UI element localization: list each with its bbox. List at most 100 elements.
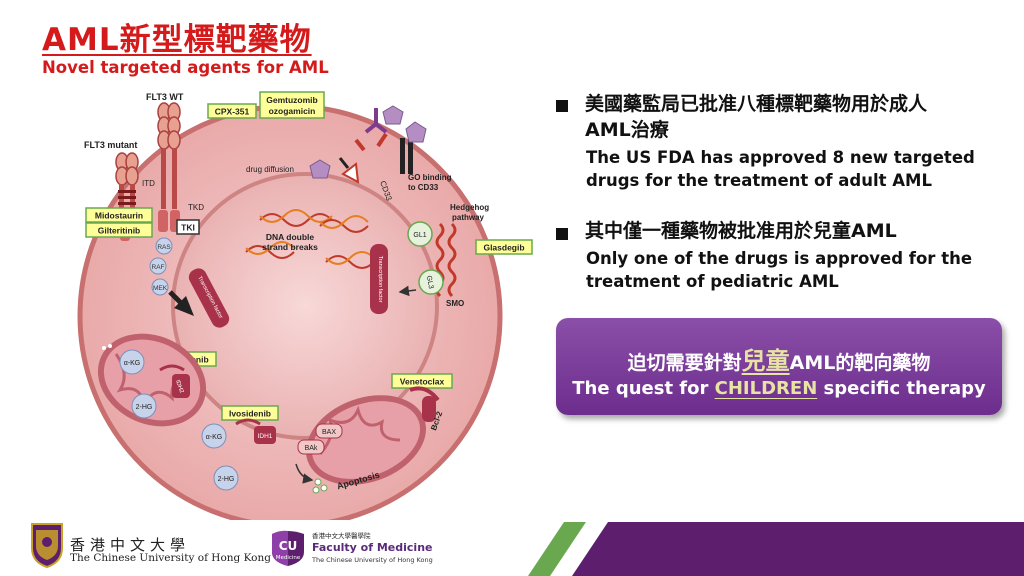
hedgehog-label-1: Hedgehog bbox=[450, 203, 489, 212]
bax-protein: BAX bbox=[315, 423, 343, 439]
aml-cell-diagram: FLT3 WT FLT3 mutant ITD TKD CPX-351 Gemt… bbox=[77, 91, 533, 520]
drug-triangle-icon bbox=[341, 162, 360, 184]
ras-label: RAS bbox=[157, 244, 171, 251]
cu-badge-text: CU bbox=[279, 539, 298, 553]
cd33-antibody bbox=[354, 105, 404, 152]
drug-midostaurin-label: Midostaurin bbox=[95, 211, 143, 221]
cascade-arrowhead bbox=[174, 296, 194, 316]
akg-label-2: α-KG bbox=[206, 434, 223, 441]
bullet-square-icon bbox=[556, 228, 568, 240]
dna-strands bbox=[245, 209, 375, 269]
apoptosis-dots bbox=[312, 478, 328, 494]
bullet-2-zh-line-1: 其中僅一種藥物被批准用於兒童AML bbox=[585, 220, 897, 242]
dots-icon bbox=[102, 346, 106, 350]
hg-label-2: 2-HG bbox=[218, 476, 235, 483]
drug-gilteritinib-label: Gilteritinib bbox=[98, 226, 141, 236]
callout-en-pre: The quest for bbox=[572, 378, 715, 399]
bullet-1-en-line-2: drugs for the treatment of adult AML bbox=[586, 171, 932, 190]
callout-en-post: specific therapy bbox=[817, 378, 986, 399]
drug-midostaurin: Midostaurin bbox=[85, 207, 153, 223]
drug-ivosidenib-label: Ivosidenib bbox=[229, 409, 271, 419]
bullet-1-en-line-1: The US FDA has approved 8 new targeted bbox=[586, 148, 975, 167]
callout-zh: 迫切需要針對兒童AML的靶向藥物 bbox=[556, 341, 1002, 376]
transcription-factor-1 bbox=[188, 268, 230, 328]
drug-glasdegib-label: Glasdegib bbox=[483, 243, 524, 253]
flt3-wt-label: FLT3 WT bbox=[146, 92, 184, 102]
drug-cpx351-label: CPX-351 bbox=[215, 107, 250, 117]
gl3-label: GL3 bbox=[425, 275, 434, 289]
cu-medicine-logo: CU Medicine bbox=[272, 530, 304, 566]
smo-receptor-2 bbox=[447, 222, 457, 298]
hg-label-1: 2-HG bbox=[136, 404, 153, 411]
drug-venetoclax: Venetoclax bbox=[391, 373, 453, 389]
drug-gemtuzumab-label-2: ozogamicin bbox=[269, 106, 316, 116]
gl3-node: GL3 bbox=[418, 269, 444, 295]
drug-bar-icon bbox=[338, 157, 350, 169]
bax-label: BAX bbox=[322, 429, 336, 436]
dna-label-2: strand breaks bbox=[262, 242, 318, 252]
cd33-receptor bbox=[400, 121, 427, 174]
tf-label-2: Transcription factor bbox=[377, 256, 383, 303]
cuhk-name-en: The Chinese University of Hong Kong bbox=[70, 552, 271, 564]
raf-label: RAF bbox=[152, 264, 165, 271]
flt3-wt-receptor bbox=[157, 102, 181, 232]
bullet-1-zh-line-2: AML治療 bbox=[585, 119, 669, 141]
slide-title-zh: AML新型標靶藥物 bbox=[42, 22, 312, 58]
bak-protein: BAk bbox=[297, 439, 325, 455]
cuhk-crest-logo bbox=[31, 523, 63, 568]
drug-glasdegib: Glasdegib bbox=[475, 239, 533, 255]
flt3-mutant-label: FLT3 mutant bbox=[84, 140, 137, 150]
callout-zh-highlight: 兒童 bbox=[741, 347, 790, 375]
drug-gemtuzumab: Gemtuzomib ozogamicin bbox=[259, 91, 325, 119]
gl1-label: GL1 bbox=[413, 232, 426, 239]
callout-en: The quest for CHILDREN specific therapy bbox=[556, 378, 1002, 399]
gl1-node: GL1 bbox=[407, 221, 433, 247]
faculty-name-en: Faculty of Medicine bbox=[312, 541, 433, 554]
faculty-university-sub: The Chinese University of Hong Kong bbox=[312, 556, 433, 564]
idh2-enzyme: IDH2 bbox=[172, 374, 190, 398]
tkd-label: TKD bbox=[188, 203, 204, 212]
drug-pentagon-icon bbox=[309, 159, 331, 179]
bullet-square-icon bbox=[556, 100, 568, 112]
ras-raf-mek-cascade bbox=[149, 237, 173, 296]
transcription-factor-2 bbox=[370, 244, 388, 314]
tki-label: TKI bbox=[181, 223, 195, 233]
cuhk-name-zh: 香港中文大學 bbox=[70, 536, 191, 554]
bullet-1-zh-line-1: 美國藥監局已批准八種標靶藥物用於成人 bbox=[585, 93, 928, 115]
drug-gilteritinib: Gilteritinib bbox=[85, 222, 153, 238]
apoptosis-arrow bbox=[295, 463, 314, 484]
flt3-mutant-receptor bbox=[115, 152, 139, 241]
hedgehog-label-2: pathway bbox=[452, 213, 485, 222]
children-therapy-callout: 迫切需要針對兒童AML的靶向藥物 The quest for CHILDREN … bbox=[556, 318, 1002, 415]
drug-cpx351: CPX-351 bbox=[207, 103, 257, 119]
faculty-name-zh: 香港中文大學醫學院 bbox=[312, 532, 371, 540]
callout-zh-pre: 迫切需要針對 bbox=[627, 352, 742, 374]
smo-label: SMO bbox=[446, 299, 464, 308]
drug-gemtuzumab-label-1: Gemtuzomib bbox=[266, 95, 317, 105]
dna-label-1: DNA double bbox=[266, 232, 315, 242]
callout-en-highlight: CHILDREN bbox=[714, 378, 818, 399]
tki-box: TKI bbox=[176, 219, 200, 235]
enasidenib-inhibitor bbox=[159, 364, 185, 372]
mek-label: MEK bbox=[153, 285, 168, 292]
gl3-arrow bbox=[398, 285, 417, 297]
drug-ivosidenib: Ivosidenib bbox=[221, 405, 279, 421]
drug-venetoclax-label: Venetoclax bbox=[400, 377, 445, 387]
footer-green-stripe bbox=[528, 522, 586, 576]
hg-node-2: 2-HG bbox=[213, 465, 239, 491]
go-binding-label-1: GO binding bbox=[408, 173, 452, 182]
idh2-label: IDH2 bbox=[174, 379, 185, 395]
bak-label: BAk bbox=[305, 445, 318, 452]
hg-node-1: 2-HG bbox=[131, 393, 157, 419]
mitochondrion-right bbox=[305, 395, 427, 485]
bullet-2-en-line-1: Only one of the drugs is approved for th… bbox=[586, 249, 973, 268]
akg-node-2: α-KG bbox=[201, 423, 227, 449]
bullet-2-en-line-2: treatment of pediatric AML bbox=[586, 272, 839, 291]
footer-purple-band bbox=[572, 522, 1024, 576]
idh1-label: IDH1 bbox=[258, 433, 273, 440]
akg-node-1: α-KG bbox=[119, 349, 145, 375]
bcl2-protein bbox=[409, 386, 440, 422]
ivosidenib-inhibitor bbox=[235, 418, 261, 426]
nucleus bbox=[171, 172, 439, 440]
itd-label: ITD bbox=[142, 179, 155, 188]
